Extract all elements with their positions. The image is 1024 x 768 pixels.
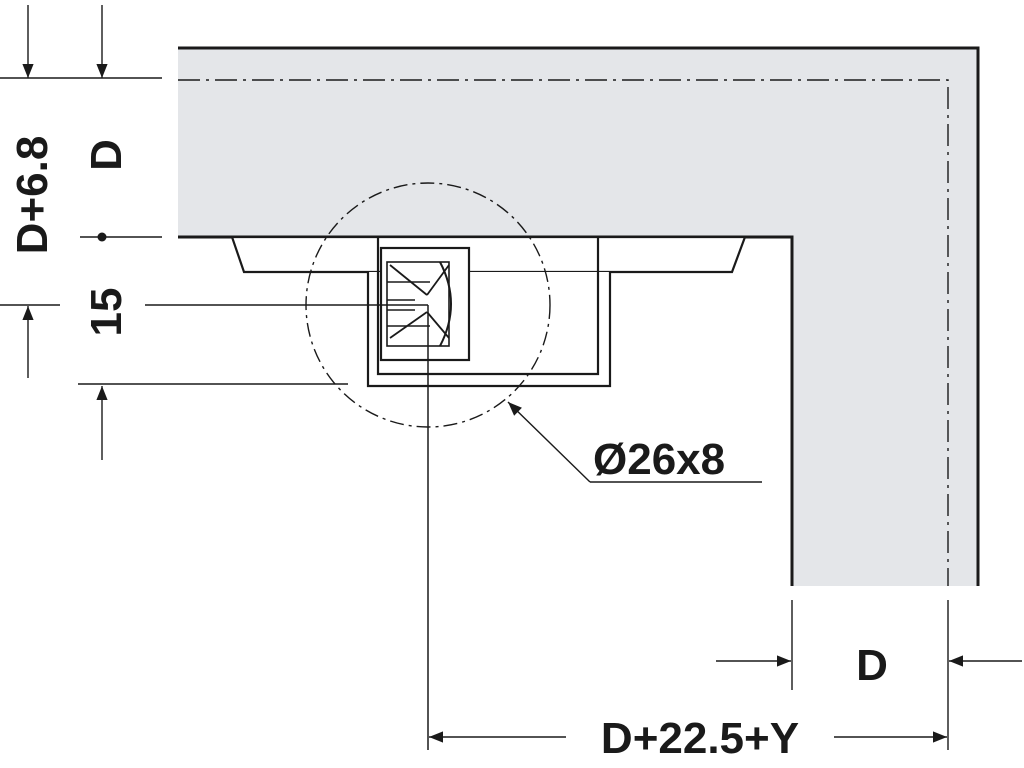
panel-centerline [178,79,949,586]
panel-body [178,48,978,586]
fitting-flange [230,235,747,274]
hole-spec-leader [507,401,591,483]
label-d-vertical: D [82,139,131,171]
label-hole-spec: Ø26x8 [593,435,725,484]
label-d-plus-6-8: D+6.8 [8,136,57,255]
panel-outline-outer [178,46,980,586]
label-d-horizontal: D [856,641,888,690]
label-15: 15 [82,288,131,337]
cam-lines [387,281,430,327]
label-d-plus-22-5-plus-y: D+22.5+Y [601,714,799,763]
dim-dot [97,232,107,242]
cam-cross [389,264,450,339]
